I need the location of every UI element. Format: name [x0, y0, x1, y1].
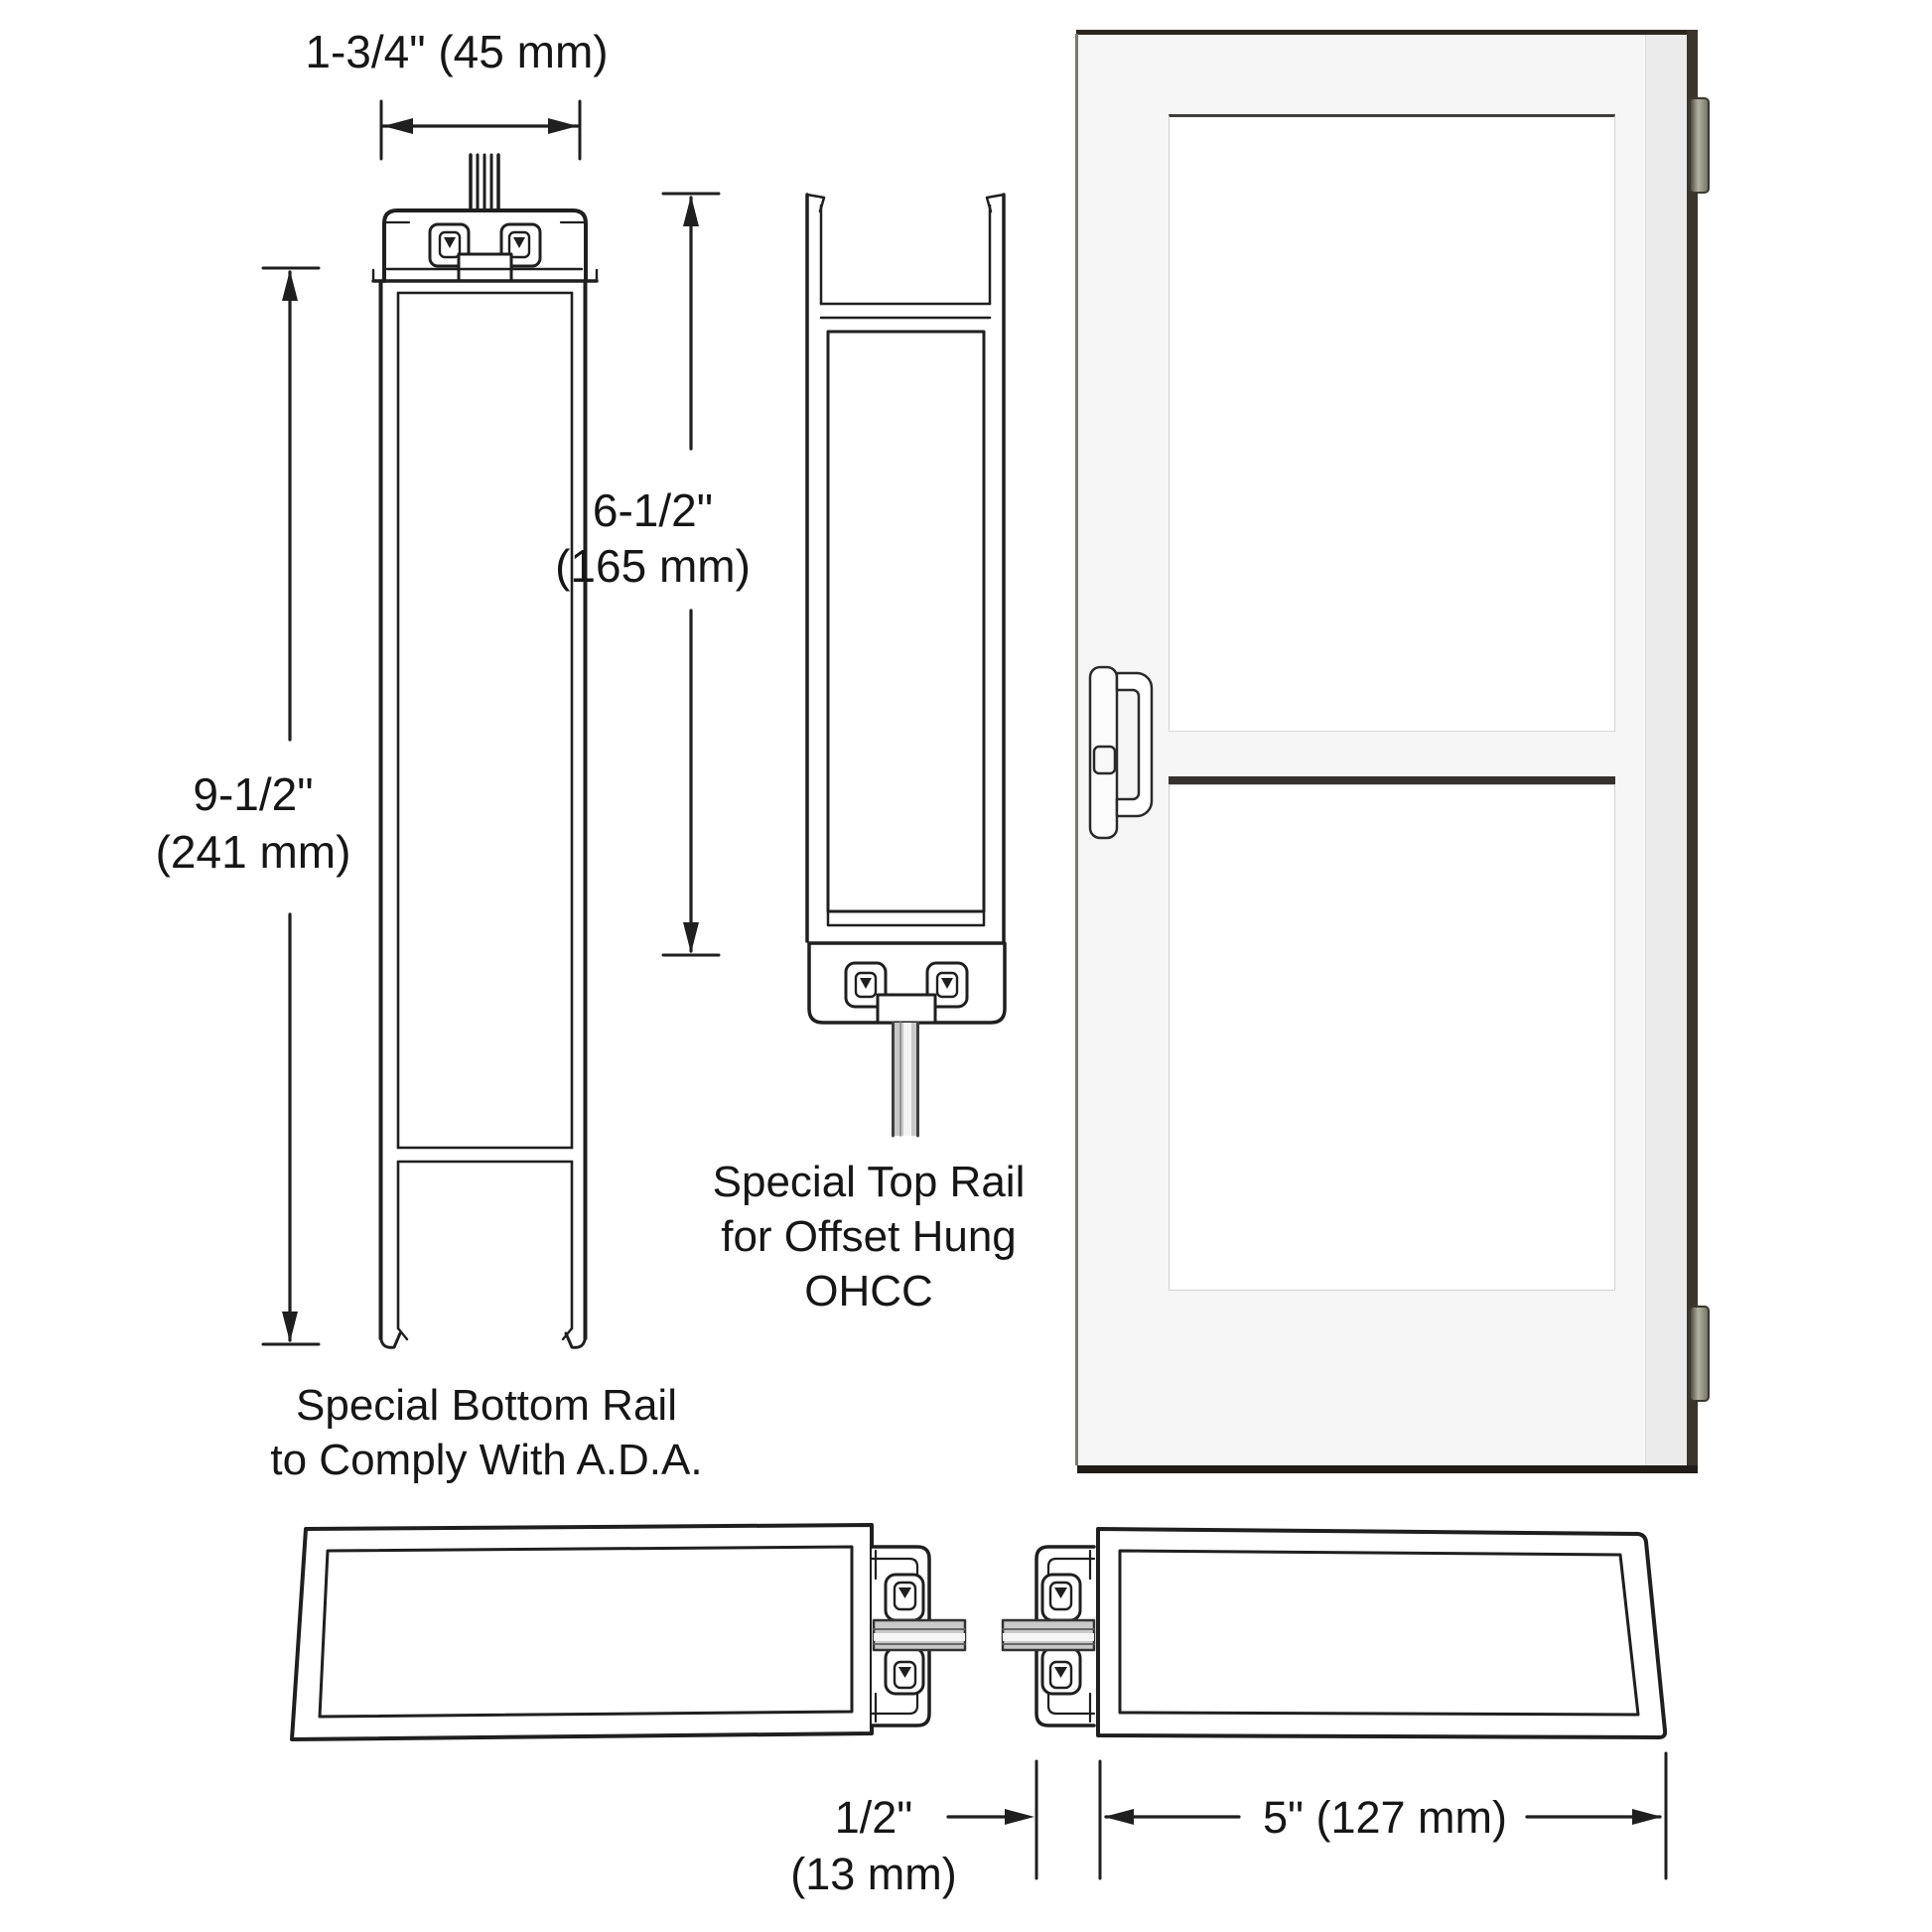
- glass-stub-right: [1001, 1618, 1096, 1652]
- door-hinge-top: [1689, 97, 1710, 194]
- stile-gap-dimension: [946, 1759, 1102, 1880]
- top-rail-caption: Special Top Rail for Offset Hung OHCC: [635, 1155, 1102, 1318]
- stile-width-label: 5" (127 mm): [1231, 1793, 1539, 1843]
- door-bottom-edge: [1077, 1465, 1698, 1473]
- stile-width-value: 5" (127 mm): [1262, 1792, 1508, 1843]
- rail-width-dimension: [379, 99, 582, 161]
- door-glass-top-panel: [1169, 114, 1615, 732]
- door-midrail-shadow-line: [1169, 776, 1615, 784]
- right-stile-section-drawing: [1096, 1527, 1668, 1739]
- door-face-shading: [1645, 34, 1688, 1465]
- bottom-rail-height-metric: (241 mm): [155, 826, 351, 878]
- lock-cylinder-icon: [1092, 745, 1117, 775]
- rail-width-label: 1-3/4" (45 mm): [238, 24, 675, 79]
- stile-gap-imperial: 1/2": [834, 1792, 913, 1843]
- left-stile-section-drawing: [290, 1523, 874, 1741]
- top-rail-height-dimension: [661, 192, 721, 957]
- door-hinge-bottom: [1689, 1306, 1710, 1402]
- door-top-edge: [1076, 30, 1698, 35]
- top-rail-caption-line2: for Offset Hung: [721, 1212, 1017, 1261]
- bottom-rail-height-dimension: [261, 266, 321, 1346]
- top-rail-height-imperial: 6-1/2": [592, 484, 714, 536]
- bottom-rail-height-imperial: 9-1/2": [193, 768, 314, 820]
- top-rail-height-metric: (165 mm): [555, 540, 751, 592]
- bottom-rail-section-drawing: [371, 153, 599, 1349]
- door-left-edge: [1075, 34, 1078, 1465]
- rail-width-value: 1-3/4" (45 mm): [305, 26, 609, 77]
- glass-stub-left: [872, 1618, 967, 1652]
- bottom-rail-caption-line2: to Comply With A.D.A.: [270, 1436, 703, 1484]
- top-rail-section-drawing: [805, 193, 1007, 1138]
- top-rail-height-label: 6-1/2" (165 mm): [496, 483, 809, 594]
- bottom-rail-caption-line1: Special Bottom Rail: [296, 1381, 677, 1430]
- stile-width-dimension: [1104, 1751, 1668, 1880]
- door-glass-bottom-panel: [1169, 784, 1615, 1291]
- door-right-edge: [1687, 30, 1698, 1473]
- stile-gap-label: 1/2" (13 mm): [764, 1789, 983, 1902]
- handle-grip: [1115, 671, 1154, 818]
- stile-gap-metric: (13 mm): [790, 1849, 957, 1899]
- top-rail-caption-line1: Special Top Rail: [712, 1158, 1026, 1206]
- top-rail-caption-line3: OHCC: [804, 1267, 933, 1315]
- bottom-rail-caption: Special Bottom Rail to Comply With A.D.A…: [174, 1378, 799, 1487]
- bottom-rail-height-label: 9-1/2" (241 mm): [94, 765, 412, 881]
- door-pull-handle: [1088, 665, 1154, 840]
